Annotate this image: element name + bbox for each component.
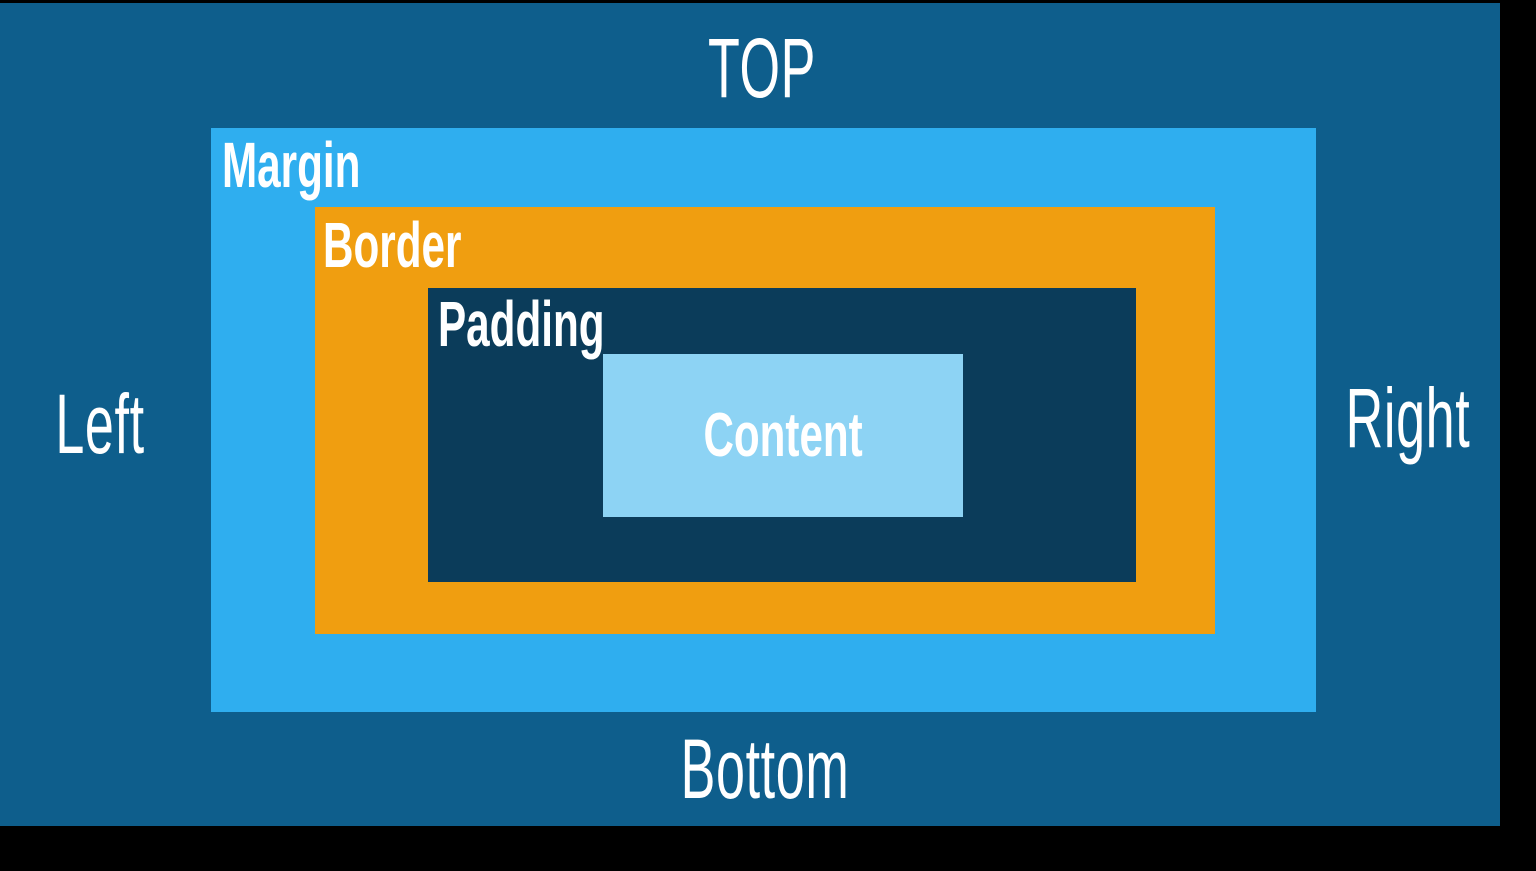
bottom-side-label: Bottom xyxy=(680,722,850,816)
content-box-label: Content xyxy=(703,400,863,470)
right-side-label: Right xyxy=(1345,371,1471,465)
margin-box-label: Margin xyxy=(222,129,361,201)
border-box-label: Border xyxy=(323,209,462,281)
margin-box: Margin Border Padding Content xyxy=(211,128,1316,712)
padding-box-label: Padding xyxy=(438,288,605,360)
border-box: Border Padding Content xyxy=(315,207,1215,634)
left-side-label: Left xyxy=(55,377,145,471)
padding-box: Padding Content xyxy=(428,288,1136,582)
top-side-label: TOP xyxy=(708,21,816,115)
content-box: Content xyxy=(603,354,963,517)
box-model-diagram: TOP Left Right Bottom Margin Border Padd… xyxy=(0,3,1500,826)
